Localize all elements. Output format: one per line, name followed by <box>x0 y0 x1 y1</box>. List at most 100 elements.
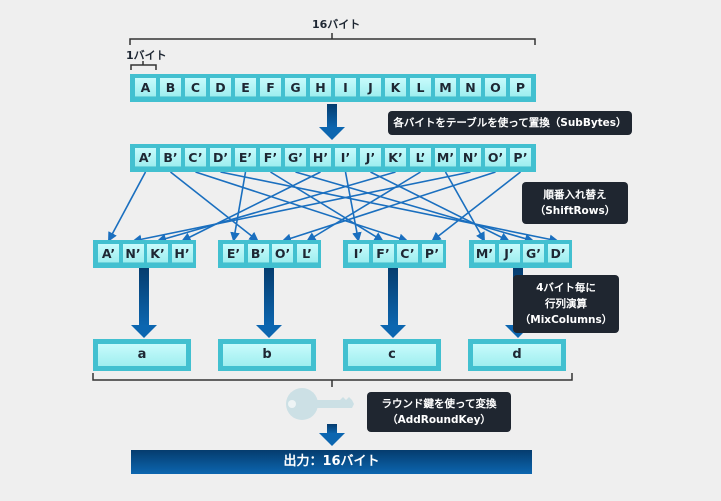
output-bar: 出力：16バイト <box>131 450 532 474</box>
byte-cell: O’ <box>272 244 293 263</box>
shift-line <box>107 171 147 242</box>
byte-cell: K’ <box>147 244 168 263</box>
label-16-bytes: 16バイト <box>312 18 361 31</box>
byte-cell: I’ <box>335 148 356 167</box>
key-icon <box>286 388 354 420</box>
byte-cell: E <box>235 78 256 97</box>
mix-arrow-shaft <box>139 268 149 326</box>
byte-cell: J’ <box>360 148 381 167</box>
byte-cell: L <box>410 78 431 97</box>
brace-mix-outputs <box>92 373 573 387</box>
mixcolumns-arrows <box>131 268 531 338</box>
shift-line <box>181 171 321 242</box>
byte-cell: I <box>335 78 356 97</box>
shiftrows-lines <box>107 171 559 244</box>
byte-cell: B <box>160 78 181 97</box>
label-1-byte: 1バイト <box>126 49 167 62</box>
byte-cell: F’ <box>260 148 281 167</box>
byte-cell: L’ <box>296 244 318 263</box>
byte-cell: M <box>435 78 456 97</box>
byte-cell: P’ <box>421 244 443 263</box>
mix-output-box: c <box>343 339 441 371</box>
byte-cell: B’ <box>160 148 181 167</box>
mix-output-label: a <box>98 344 186 366</box>
byte-cell: P’ <box>510 148 531 167</box>
byte-cell: A’ <box>98 244 119 263</box>
brace-1-byte <box>130 61 157 70</box>
mix-arrow-shaft <box>264 268 274 326</box>
note-addroundkey: ラウンド鍵を使って変換 （AddRoundKey） <box>367 392 511 432</box>
byte-cell: E’ <box>235 148 256 167</box>
shiftrows-group: I’F’C’P’ <box>343 240 446 268</box>
shiftrows-group: M’J’G’D’ <box>469 240 572 268</box>
shift-line <box>295 171 535 244</box>
note-subbytes-text: 各バイトをテーブルを使って置換（SubBytes） <box>393 117 627 129</box>
byte-cell: O’ <box>485 148 506 167</box>
mix-arrow-head <box>256 325 282 338</box>
arrow-subbytes <box>319 104 345 140</box>
mix-output-label: d <box>473 344 561 366</box>
byte-cell: F <box>260 78 281 97</box>
byte-cell: L’ <box>410 148 431 167</box>
note-addroundkey-line2: （AddRoundKey） <box>387 414 491 426</box>
byte-cell: O <box>485 78 506 97</box>
shift-line <box>431 171 521 242</box>
byte-cell: D <box>210 78 231 97</box>
byte-cell: A’ <box>135 148 156 167</box>
byte-cell: N’ <box>122 244 144 263</box>
shiftrows-group: A’N’K’H’ <box>93 240 196 268</box>
byte-cell: E’ <box>223 244 244 263</box>
byte-cell: G <box>285 78 306 97</box>
shift-line <box>344 171 362 242</box>
subbytes-byte-row: A’B’C’D’E’F’G’H’I’J’K’L’M’N’O’P’ <box>130 144 536 172</box>
byte-cell: C’ <box>185 148 206 167</box>
byte-cell: C <box>185 78 206 97</box>
mix-output-box: d <box>468 339 566 371</box>
mix-output-box: a <box>93 339 191 371</box>
note-shiftrows-line2: （ShiftRows） <box>534 205 616 217</box>
byte-cell: A <box>135 78 156 97</box>
note-mixcolumns-line3: （MixColumns） <box>519 314 613 326</box>
brace-16-bytes <box>129 33 536 45</box>
byte-cell: H <box>310 78 331 97</box>
byte-cell: K’ <box>385 148 406 167</box>
byte-cell: K <box>385 78 406 97</box>
shift-line <box>281 171 496 243</box>
byte-cell: B’ <box>247 244 269 263</box>
note-mixcolumns-line2: 行列演算 <box>545 298 587 310</box>
shift-line <box>306 171 421 242</box>
byte-cell: N’ <box>460 148 481 167</box>
shift-line <box>370 171 510 242</box>
note-addroundkey-line1: ラウンド鍵を使って変換 <box>381 398 497 410</box>
byte-cell: H’ <box>171 244 193 263</box>
byte-cell: F’ <box>372 244 394 263</box>
byte-cell: J’ <box>498 244 520 263</box>
note-mixcolumns: 4バイト毎に 行列演算 （MixColumns） <box>513 275 619 333</box>
mix-output-label: b <box>223 344 311 366</box>
byte-cell: I’ <box>348 244 369 263</box>
byte-cell: M’ <box>474 244 495 263</box>
mix-output-label: c <box>348 344 436 366</box>
mix-arrow-head <box>380 325 406 338</box>
byte-cell: G’ <box>523 244 544 263</box>
byte-cell: M’ <box>435 148 456 167</box>
shift-line <box>230 171 247 242</box>
shiftrows-group: E’B’O’L’ <box>218 240 321 268</box>
byte-cell: N <box>460 78 481 97</box>
note-shiftrows: 順番入れ替え （ShiftRows） <box>522 182 628 224</box>
shift-line <box>170 171 259 242</box>
shift-line <box>270 171 384 242</box>
byte-cell: C’ <box>397 244 418 263</box>
mix-output-box: b <box>218 339 316 371</box>
byte-cell: G’ <box>285 148 306 167</box>
mix-arrow-shaft <box>388 268 398 326</box>
byte-cell: P <box>510 78 531 97</box>
note-subbytes: 各バイトをテーブルを使って置換（SubBytes） <box>388 111 632 135</box>
arrow-addroundkey <box>319 424 345 446</box>
mix-arrow-head <box>131 325 157 338</box>
note-mixcolumns-line1: 4バイト毎に <box>536 282 596 294</box>
byte-cell: H’ <box>310 148 331 167</box>
byte-cell: D’ <box>210 148 231 167</box>
